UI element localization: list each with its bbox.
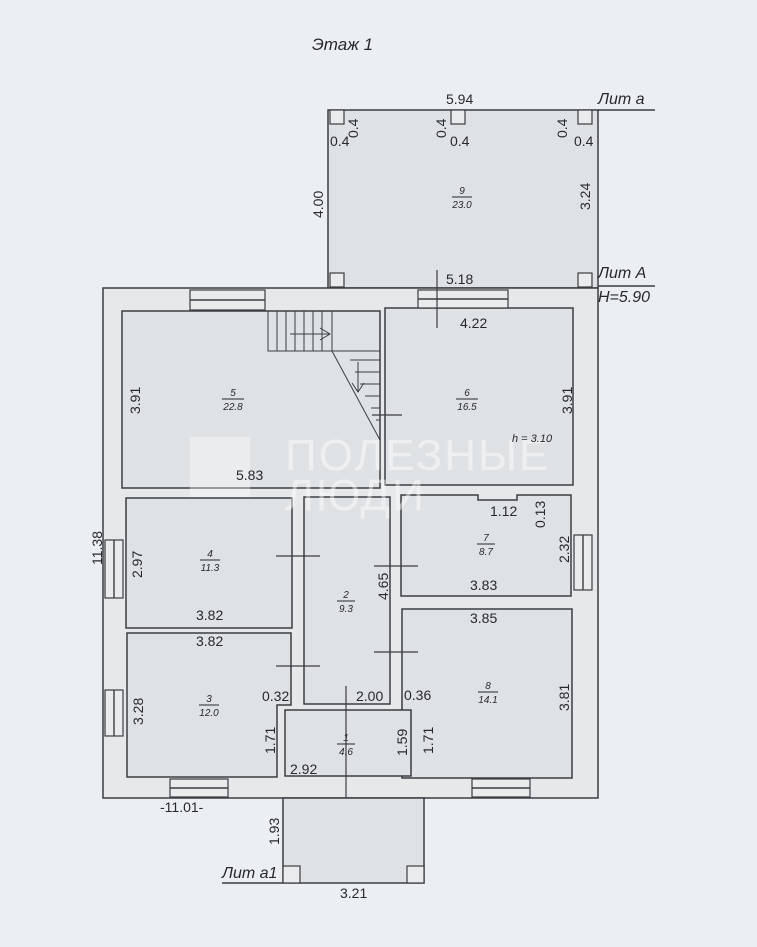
pillar xyxy=(577,272,593,288)
dim: 4.65 xyxy=(375,573,391,600)
staircase xyxy=(267,310,381,441)
room-8-main xyxy=(401,608,573,779)
room-number: 5 xyxy=(230,388,236,399)
room-area: 14.1 xyxy=(478,695,497,706)
windows xyxy=(104,289,593,798)
room-7 xyxy=(400,494,572,597)
dim: 3.91 xyxy=(559,387,575,414)
dim: 0.32 xyxy=(262,688,289,704)
room-4 xyxy=(125,497,293,629)
room-9 xyxy=(327,109,599,289)
dim-pillar: 0.4 xyxy=(330,133,350,149)
dim: 1.59 xyxy=(394,729,410,756)
lit-a-label: Лит а xyxy=(597,91,645,108)
dim: 1.71 xyxy=(262,727,278,754)
dim: 3.91 xyxy=(127,387,143,414)
dim-lit-a-right: 3.24 xyxy=(577,183,593,210)
room-area: 16.5 xyxy=(457,402,477,413)
room-6 xyxy=(384,307,574,486)
dim: 5.83 xyxy=(236,467,263,483)
room-area: 23.0 xyxy=(451,200,472,211)
room-area: 11.3 xyxy=(201,563,220,574)
svg-text:ЛЮДИ: ЛЮДИ xyxy=(285,471,426,520)
room-number: 3 xyxy=(206,694,212,705)
room-number: 2 xyxy=(342,590,349,601)
pillar xyxy=(282,865,301,884)
svg-text:ПОЛЕЗНЫЕ: ПОЛЕЗНЫЕ xyxy=(285,431,550,480)
room-area: 12.0 xyxy=(199,708,219,719)
dim: -11.01- xyxy=(160,799,204,815)
room-number: 9 xyxy=(459,186,465,197)
lit-a-annex: Лит а 5.94 4.00 3.24 0.4 0.4 0.4 0.4 0.4… xyxy=(310,91,655,289)
pillar xyxy=(406,865,425,884)
dim-pillar: 0.4 xyxy=(345,118,361,138)
dim: 0.13 xyxy=(532,501,548,528)
room-number: 8 xyxy=(485,681,491,692)
door-marks xyxy=(276,270,438,812)
watermark: ПОЛЕЗНЫЕ ЛЮДИ xyxy=(190,431,550,520)
lit-a1-porch: Лит а1 1.93 3.21 xyxy=(221,797,425,901)
dim: 3.83 xyxy=(470,577,497,593)
dim: 1.71 xyxy=(420,727,436,754)
lit-a1-label: Лит а1 xyxy=(221,865,277,882)
dim-lit-a-width: 5.94 xyxy=(446,91,473,107)
porch xyxy=(282,797,425,884)
dim-lit-a-left: 4.00 xyxy=(310,191,326,218)
dim-porch-width: 3.21 xyxy=(340,885,367,901)
dim: 0.36 xyxy=(404,687,431,703)
dim: 3.81 xyxy=(556,684,572,711)
lit-a-main-label: Лит А xyxy=(597,265,646,282)
dim-pillar: 0.4 xyxy=(450,133,470,149)
dim: 2.00 xyxy=(356,688,383,704)
dim: 3.82 xyxy=(196,607,223,623)
room-number: 6 xyxy=(464,388,470,399)
dim: 1.12 xyxy=(490,503,517,519)
pillar xyxy=(329,272,345,288)
ceiling-height: h = 3.10 xyxy=(512,433,553,445)
dim: 11.38 xyxy=(89,531,105,565)
room-number: 1 xyxy=(343,733,349,744)
pillar xyxy=(329,109,345,125)
pillar xyxy=(450,109,466,125)
building-height: H=5.90 xyxy=(598,289,650,306)
dimension-labels: 4.22 3.91 3.91 5.83 11.38 2.97 3.82 3.82… xyxy=(89,315,575,815)
room-area: 22.8 xyxy=(222,402,243,413)
dim: 2.97 xyxy=(129,551,145,578)
room-area: 8.7 xyxy=(479,547,493,558)
room-5 xyxy=(121,310,381,489)
dim: 2.92 xyxy=(290,761,317,777)
dim-main-top: 5.18 xyxy=(446,271,473,287)
dim-pillar: 0.4 xyxy=(433,118,449,138)
room-number: 4 xyxy=(207,549,213,560)
room-number: 7 xyxy=(483,533,489,544)
room-1 xyxy=(284,709,412,777)
dim-porch-height: 1.93 xyxy=(266,818,282,845)
dim: 3.28 xyxy=(130,698,146,725)
dim-pillar: 0.4 xyxy=(574,133,594,149)
dim-pillar: 0.4 xyxy=(554,118,570,138)
dim: 3.82 xyxy=(196,633,223,649)
room-labels: 5 22.8 6 16.5 4 11.3 2 9.3 7 8.7 8 14.1 … xyxy=(199,388,553,758)
room-area: 4.6 xyxy=(339,747,353,758)
pillar xyxy=(577,109,593,125)
dim: 2.32 xyxy=(556,536,572,563)
room-area: 9.3 xyxy=(339,604,353,615)
dim: 3.85 xyxy=(470,610,497,626)
dim: 4.22 xyxy=(460,315,487,331)
floor-title: Этаж 1 xyxy=(312,35,373,54)
